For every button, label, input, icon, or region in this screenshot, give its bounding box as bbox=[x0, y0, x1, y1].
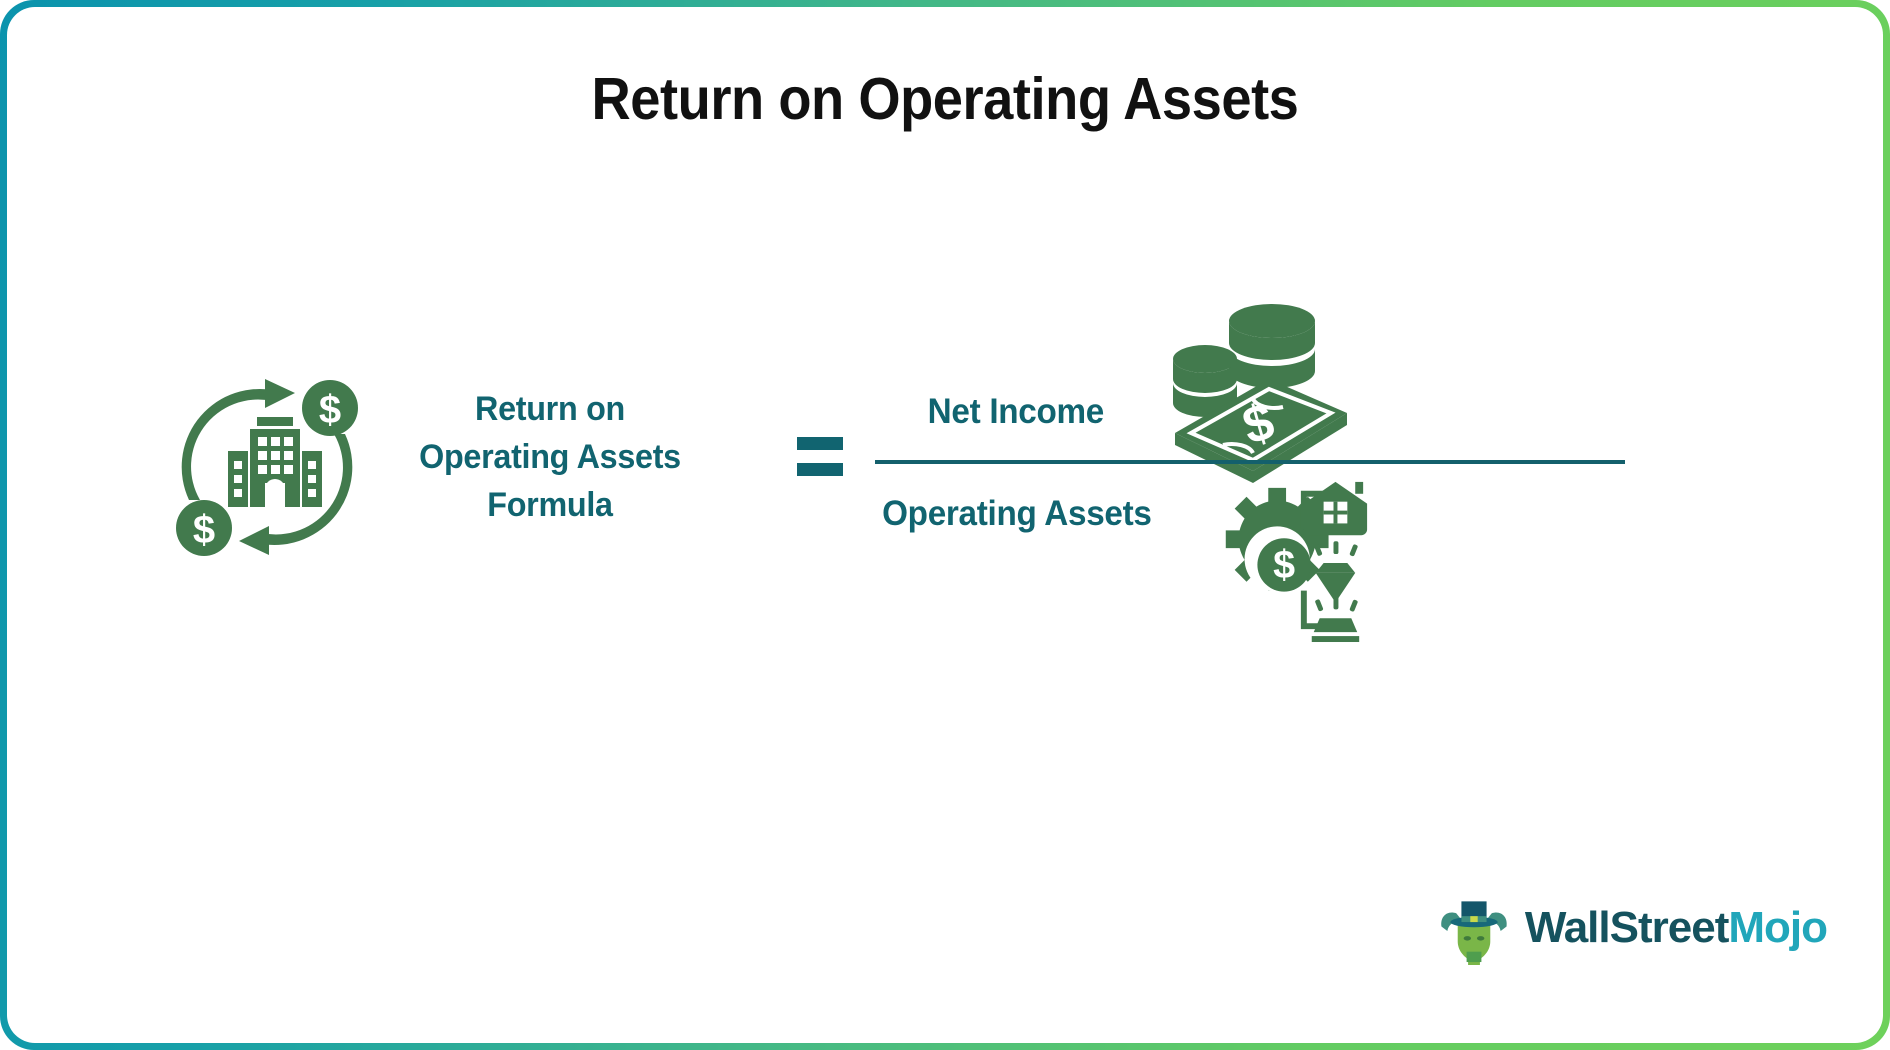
money-cash-icon: $ bbox=[1173, 304, 1347, 483]
equals-bar-top bbox=[797, 437, 843, 450]
formula-row: $ $ Return on Operating Assets Formula bbox=[7, 304, 1883, 667]
brand-logo[interactable]: WallStreetMojo bbox=[1437, 891, 1828, 965]
formula-label-line-1: Return on bbox=[475, 390, 625, 428]
operating-assets-cycle-icon: $ $ bbox=[176, 379, 358, 556]
brand-name-primary: WallStreet bbox=[1524, 903, 1730, 952]
assets-gear-icon: $ bbox=[1225, 481, 1368, 643]
brand-logo-text: WallStreetMojo bbox=[1524, 903, 1828, 953]
denominator-label: Operating Assets bbox=[882, 494, 1152, 533]
dollar-coin-icon: $ bbox=[176, 500, 232, 556]
svg-text:$: $ bbox=[319, 388, 341, 432]
fraction-bar bbox=[875, 460, 1625, 464]
formula-label-line-3: Formula bbox=[487, 486, 613, 524]
svg-text:$: $ bbox=[193, 508, 215, 552]
infographic-canvas: Return on Operating Assets bbox=[7, 7, 1883, 1043]
brand-name-accent: Mojo bbox=[1728, 903, 1828, 952]
formula-label: Return on Operating Assets Formula bbox=[385, 385, 715, 529]
fraction-block: Net Income bbox=[875, 304, 1625, 667]
page-title: Return on Operating Assets bbox=[591, 66, 1299, 132]
equals-bar-bottom bbox=[797, 463, 843, 476]
equals-sign bbox=[797, 437, 843, 481]
svg-text:$: $ bbox=[1273, 543, 1295, 587]
dollar-coin-icon: $ bbox=[302, 380, 358, 436]
numerator-label: Net Income bbox=[927, 392, 1105, 431]
numerator-group: Net Income bbox=[875, 304, 1625, 483]
formula-label-line-2: Operating Assets bbox=[419, 438, 681, 476]
bull-with-top-hat-icon bbox=[1441, 901, 1507, 965]
denominator-group: Operating Assets $ bbox=[875, 464, 1625, 664]
